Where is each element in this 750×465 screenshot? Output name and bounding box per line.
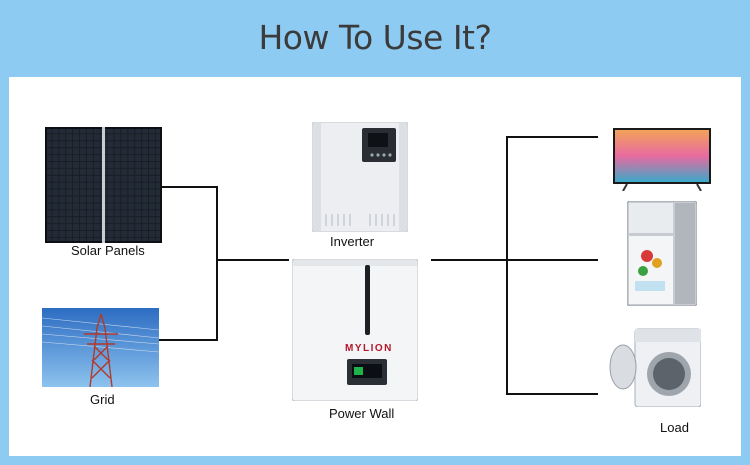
- brand-logo: MYLION: [345, 343, 393, 354]
- power-wall-image: [292, 259, 418, 401]
- connector-line: [160, 186, 218, 188]
- inverter-image: [312, 122, 408, 232]
- grid-label: Grid: [90, 392, 115, 407]
- connector-line: [506, 259, 598, 261]
- connector-line: [506, 393, 598, 395]
- refrigerator-image: [627, 201, 697, 306]
- connector-line: [431, 259, 506, 261]
- connector-line: [216, 259, 289, 261]
- solar-panels-label: Solar Panels: [71, 243, 145, 258]
- connector-line: [506, 136, 508, 395]
- grid-image: [42, 308, 159, 387]
- power-wall-label: Power Wall: [329, 406, 395, 421]
- connector-line: [159, 339, 218, 341]
- washing-machine-image: [609, 327, 701, 407]
- inverter-label: Inverter: [330, 234, 375, 249]
- diagram-panel: Solar Panels: [9, 77, 741, 456]
- load-label: Load: [660, 420, 689, 435]
- page-title: How To Use It?: [258, 18, 492, 57]
- solar-panels-image: [45, 127, 162, 243]
- tv-image: [613, 128, 711, 191]
- connector-line: [216, 186, 218, 341]
- connector-line: [506, 136, 598, 138]
